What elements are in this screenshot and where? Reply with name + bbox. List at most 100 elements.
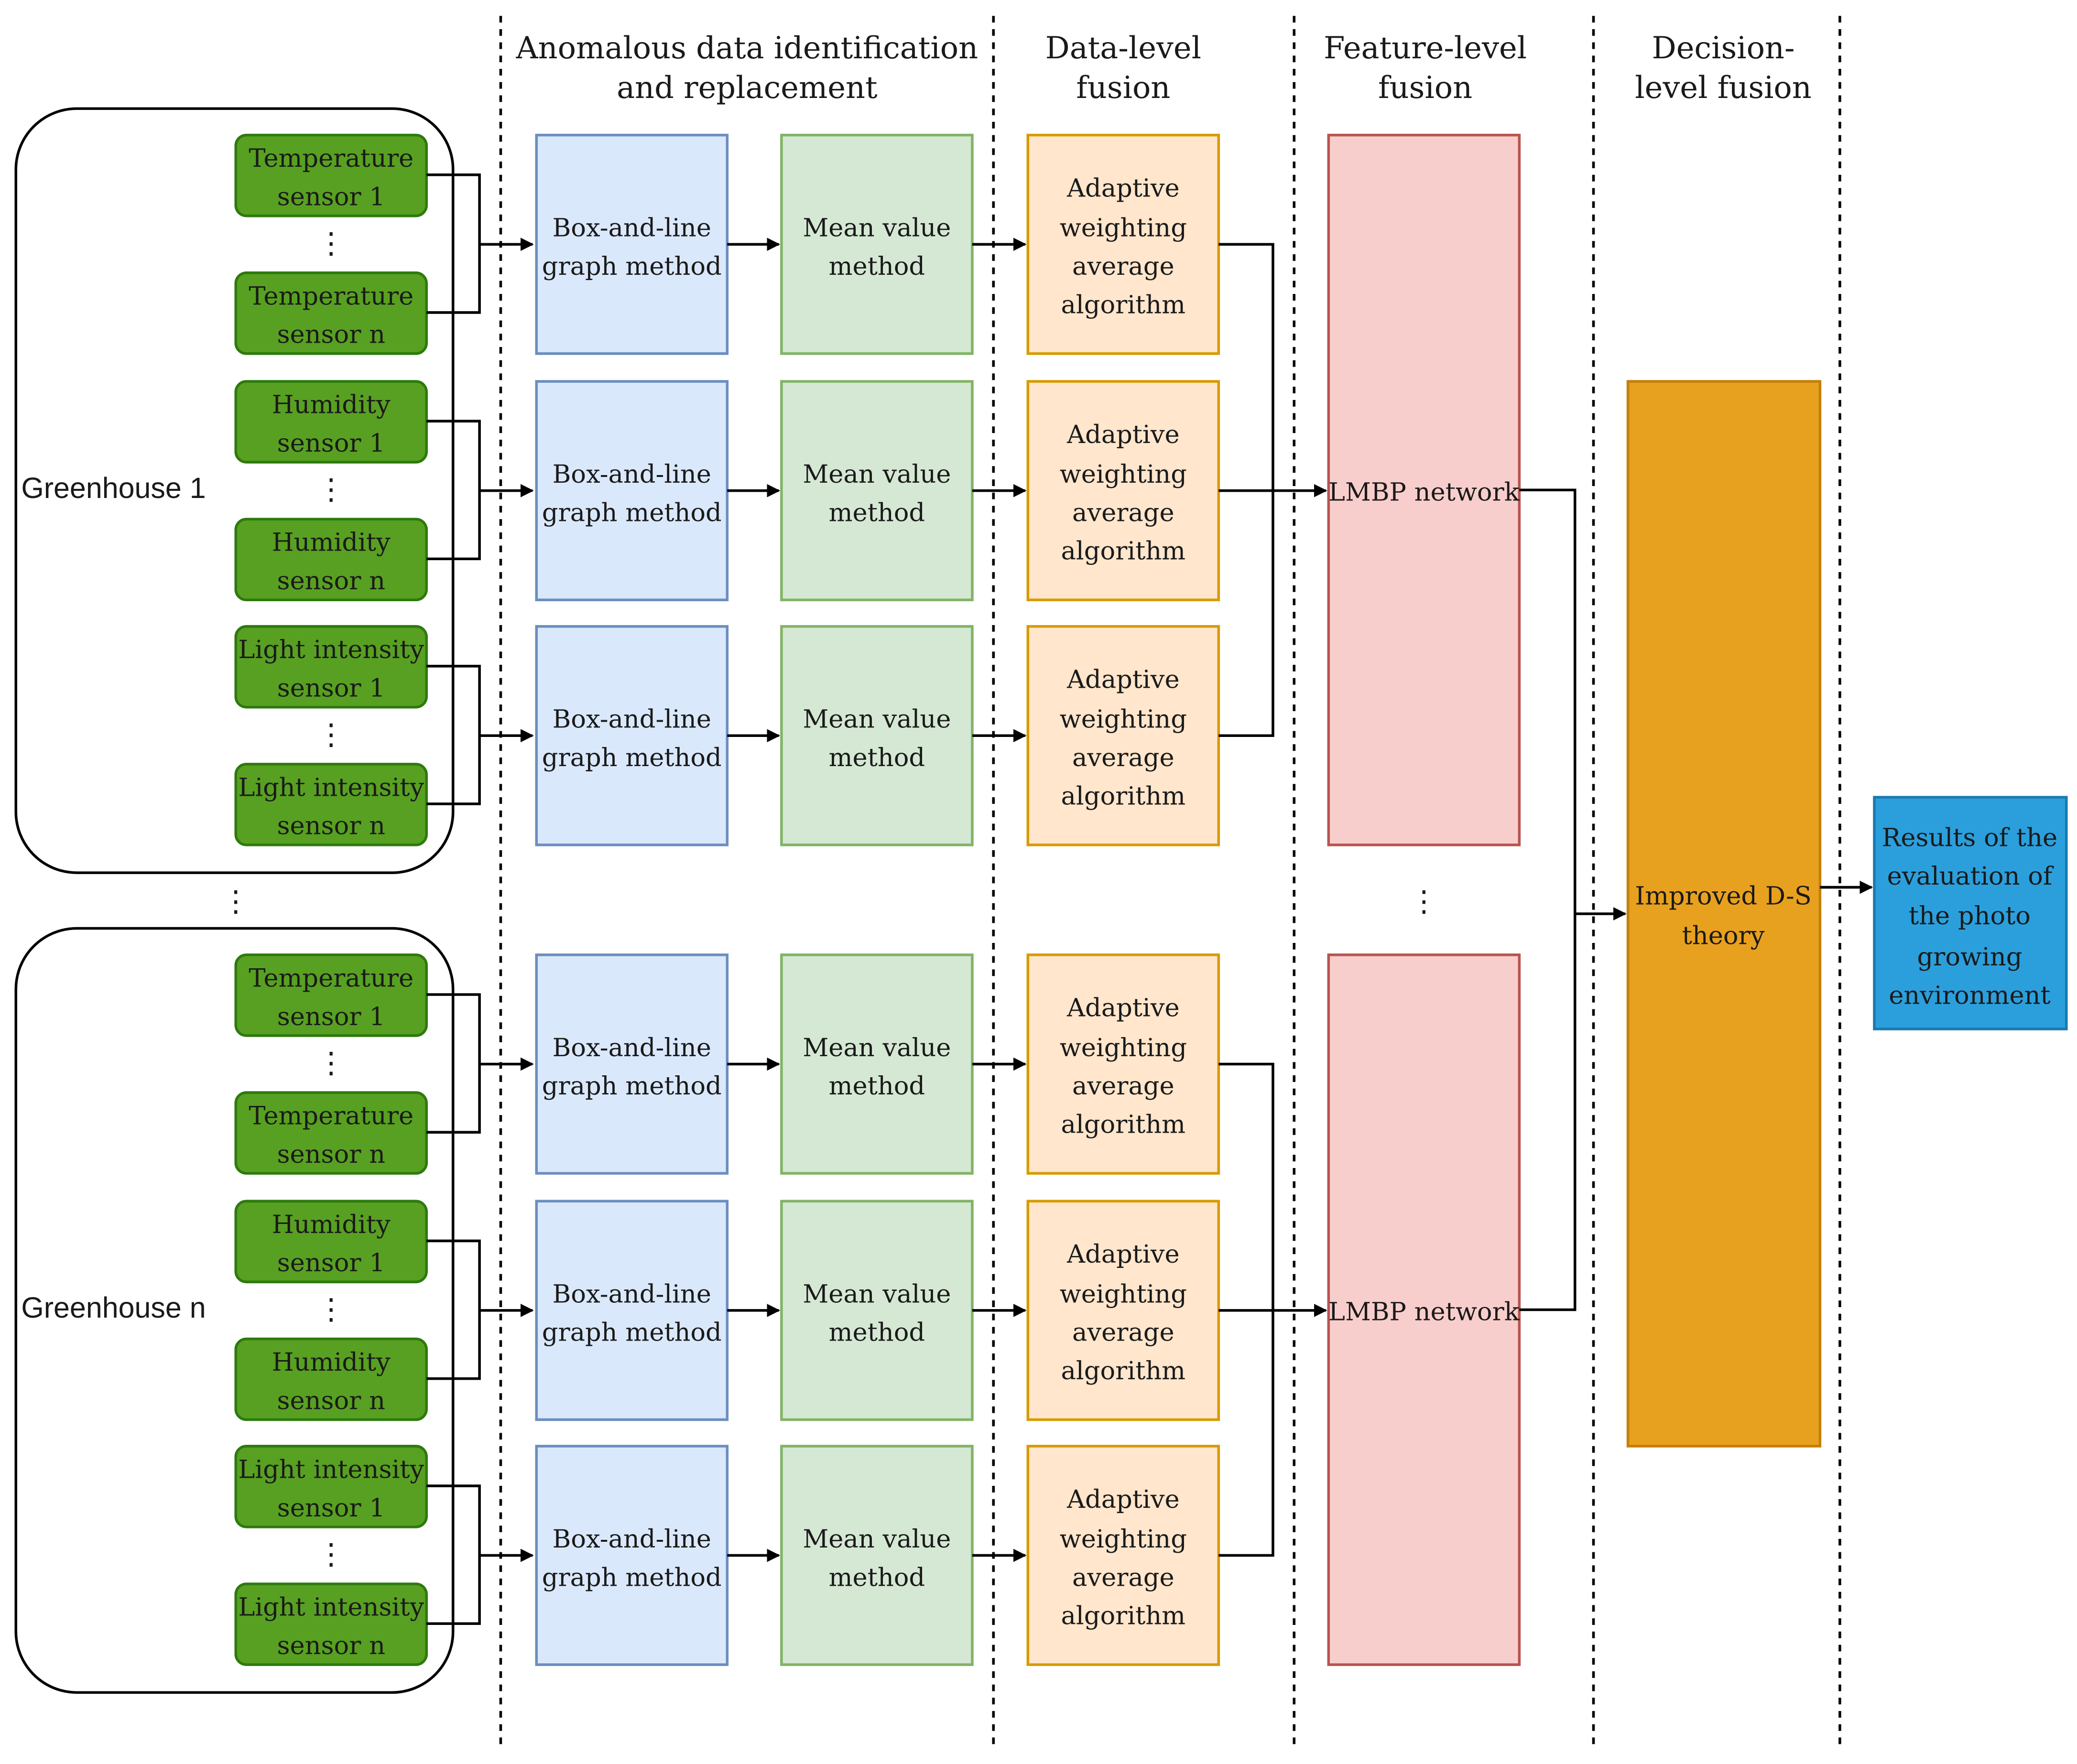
improved-ds-label-line1: Improved D-S: [1635, 882, 1812, 911]
header-decision-level-line2: level fusion: [1635, 70, 1812, 106]
mean-value-label-line1: Mean value: [803, 1525, 951, 1554]
header-feature-level-line2: fusion: [1378, 70, 1472, 106]
mean-value-method-box: [780, 953, 974, 1175]
lmbp-ellipsis: ⋮: [1409, 884, 1438, 918]
lmbp-network-label-1: LMBP network: [1328, 477, 1520, 507]
sensor-ellipsis: ⋮: [316, 226, 346, 260]
adaptive-weighting-box: [1026, 1200, 1220, 1421]
greenhouse-n-container: [14, 927, 455, 1694]
adaptive-label-line3: average: [1072, 498, 1174, 527]
adaptive-label-line2: weighting: [1060, 214, 1187, 243]
box-and-line-label-line2: graph method: [542, 743, 722, 772]
sensor-ellipsis: ⋮: [316, 1537, 346, 1571]
mean-value-label-line2: method: [829, 498, 925, 527]
sensor-label-line2: sensor n: [277, 1140, 385, 1169]
sensor-label-line1: Light intensity: [238, 1593, 424, 1622]
results-label-line3: the photo: [1909, 901, 2031, 931]
adaptive-label-line3: average: [1072, 1071, 1174, 1101]
sensor-label-line1: Humidity: [272, 1210, 391, 1239]
sensor-label-line1: Light intensity: [238, 635, 424, 664]
adaptive-label-line4: algorithm: [1061, 537, 1186, 566]
sensor-label-line1: Humidity: [272, 1348, 391, 1377]
mean-value-label-line1: Mean value: [803, 705, 951, 734]
adaptive-label-line1: Adaptive: [1066, 420, 1180, 449]
adaptive-weighting-box: [1026, 380, 1220, 602]
box-and-line-label-line2: graph method: [542, 1071, 722, 1101]
box-and-line-method-box: [535, 133, 729, 355]
mean-value-method-box: [780, 625, 974, 846]
box-and-line-method-box: [535, 1445, 729, 1666]
adaptive-label-line3: average: [1072, 743, 1174, 772]
box-and-line-label-line1: Box-and-line: [553, 214, 711, 243]
adaptive-label-line4: algorithm: [1061, 1602, 1186, 1631]
sensor-label-line2: sensor 1: [277, 674, 385, 703]
sensor-ellipsis: ⋮: [316, 717, 346, 751]
adaptive-label-line4: algorithm: [1061, 1356, 1186, 1385]
box-and-line-label-line1: Box-and-line: [553, 1525, 711, 1554]
sensor-label-line2: sensor 1: [277, 1002, 385, 1031]
adaptive-label-line2: weighting: [1060, 1279, 1187, 1309]
adaptive-label-line3: average: [1072, 252, 1174, 281]
sensor-label-line1: Light intensity: [238, 773, 424, 802]
results-label-line2: evaluation of: [1887, 862, 2054, 891]
sensor-label-line2: sensor n: [277, 320, 385, 349]
adaptive-label-line2: weighting: [1060, 460, 1187, 489]
sensor-label-line2: sensor n: [277, 812, 385, 841]
mean-value-method-box: [780, 133, 974, 355]
mean-value-label-line2: method: [829, 1071, 925, 1101]
adaptive-label-line2: weighting: [1060, 705, 1187, 734]
greenhouse-1-container: [14, 107, 455, 874]
header-feature-level-line1: Feature-level: [1324, 31, 1527, 66]
mean-value-label-line2: method: [829, 743, 925, 772]
mean-value-label-line1: Mean value: [803, 460, 951, 489]
mean-value-method-box: [780, 1200, 974, 1421]
header-data-level-line2: fusion: [1076, 70, 1170, 106]
adaptive-label-line1: Adaptive: [1066, 994, 1180, 1023]
mean-value-label-line1: Mean value: [803, 1033, 951, 1062]
box-and-line-label-line1: Box-and-line: [553, 1033, 711, 1062]
results-label-line4: growing: [1917, 942, 2022, 972]
mean-value-label-line1: Mean value: [803, 1279, 951, 1309]
sensor-label-line2: sensor 1: [277, 183, 385, 212]
box-and-line-method-box: [535, 380, 729, 602]
results-label-line1: Results of the: [1882, 823, 2057, 853]
improved-ds-label-line2: theory: [1682, 921, 1765, 951]
box-and-line-method-box: [535, 1200, 729, 1421]
adaptive-label-line4: algorithm: [1061, 290, 1186, 319]
sensor-ellipsis: ⋮: [316, 1046, 346, 1080]
sensor-label-line2: sensor n: [277, 1386, 385, 1415]
sensor-label-line1: Temperature: [249, 1102, 413, 1131]
adaptive-label-line3: average: [1072, 1563, 1174, 1592]
lmbp-to-ds-connector: [1519, 488, 1577, 1311]
lmbp-network-label-n: LMBP network: [1328, 1298, 1520, 1327]
adaptive-label-line1: Adaptive: [1066, 1485, 1180, 1514]
mean-value-method-box: [780, 1445, 974, 1666]
adaptive-label-line4: algorithm: [1061, 1110, 1186, 1139]
adaptive-label-line2: weighting: [1060, 1033, 1187, 1062]
pipeline-rows: Temperature sensor 1 Temperature sensor n ⋮ B…: [234, 133, 1327, 1666]
sensor-ellipsis: ⋮: [316, 473, 346, 507]
sensor-label-line1: Humidity: [272, 390, 391, 420]
sensor-label-line2: sensor n: [277, 566, 385, 595]
mean-value-label-line2: method: [829, 1318, 925, 1347]
box-and-line-label-line2: graph method: [542, 252, 722, 281]
box-and-line-label-line2: graph method: [542, 1318, 722, 1347]
sensor-label-line1: Temperature: [249, 144, 413, 173]
box-and-line-label-line2: graph method: [542, 498, 722, 527]
sensor-label-line2: sensor 1: [277, 1248, 385, 1277]
lmbp-network-box-1: [1327, 133, 1521, 846]
adaptive-label-line1: Adaptive: [1066, 1240, 1180, 1269]
adaptive-weighting-box: [1026, 1445, 1220, 1666]
results-box: [1873, 796, 2068, 1030]
sensor-label-line2: sensor n: [277, 1631, 385, 1660]
adaptive-weighting-box: [1026, 625, 1220, 846]
box-and-line-label-line2: graph method: [542, 1563, 722, 1592]
greenhouse-1-label: Greenhouse 1: [21, 472, 206, 504]
sensor-label-line2: sensor 1: [277, 1493, 385, 1523]
box-and-line-label-line1: Box-and-line: [553, 1279, 711, 1309]
adaptive-label-line1: Adaptive: [1066, 665, 1180, 694]
adaptive-label-line2: weighting: [1060, 1525, 1187, 1554]
adaptive-label-line1: Adaptive: [1066, 173, 1180, 203]
